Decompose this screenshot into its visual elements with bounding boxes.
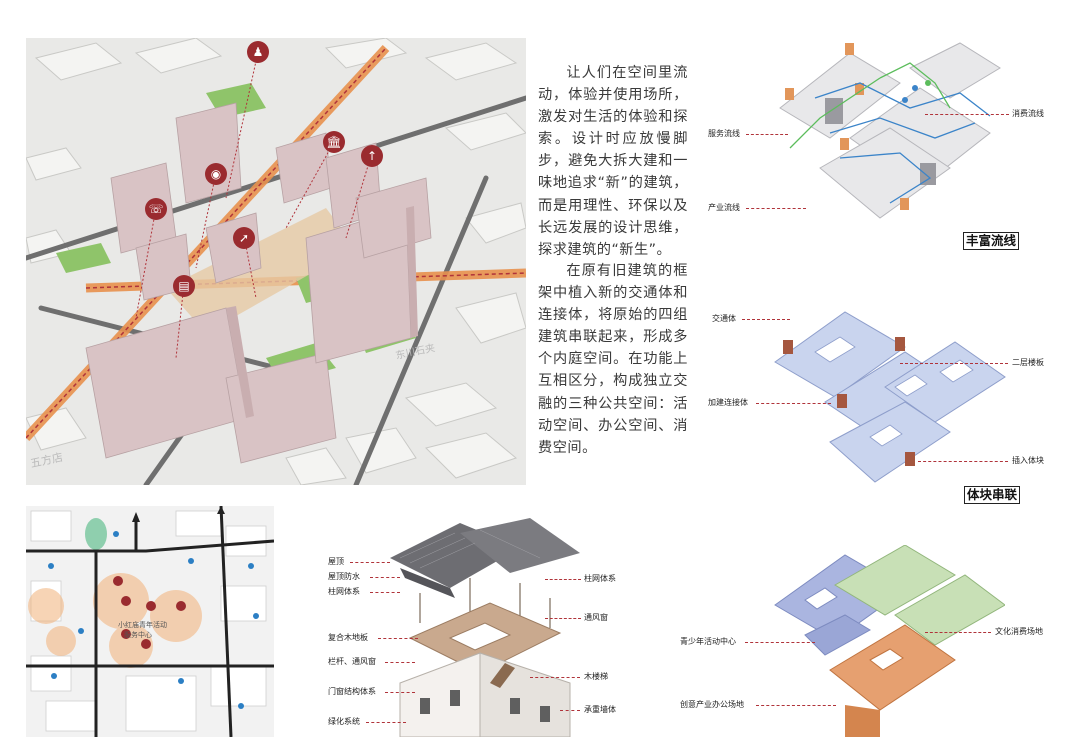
site-plan-map [26,506,274,737]
bike-icon: ☏ [145,198,167,220]
block-diagram [774,311,1006,483]
running-icon: ➚ [233,227,255,249]
label-greening: 绿化系统 [328,717,360,726]
label-youth-center: 青少年活动中心 [680,637,736,646]
leader-left-6 [385,692,415,693]
label-culture-consumption: 文化消费场地 [995,627,1043,636]
label-consumption-flow: 消费流线 [1012,109,1044,118]
label-column-grid-right: 柱网体系 [584,574,616,583]
camera-icon: ◉ [205,163,227,185]
label-vent-window: 通风窗 [584,613,608,622]
exploded-axonometric [390,518,580,737]
leader-left-4 [378,638,418,639]
leader-insert [918,461,1008,462]
shopping-cart-icon: ▤ [173,275,195,297]
leader-left-7 [366,722,406,723]
label-service-flow: 服务流线 [708,129,740,138]
leader-service [746,134,788,135]
leader-youth [745,642,815,643]
users-icon: ♟ [247,41,269,63]
leader-connector [756,403,831,404]
label-industry-flow: 产业流线 [708,203,740,212]
label-door-window: 门窗结构体系 [328,687,376,696]
block-title: 体块串联 [964,486,1021,504]
label-railing-window: 栏杆、通风窗 [328,657,376,666]
label-connector: 加建连接体 [708,398,748,407]
aerial-axonometric-map [26,38,526,485]
label-insert-block: 插入体块 [1012,456,1044,465]
leader-industry [746,208,806,209]
leader-right-3 [530,677,580,678]
label-roof-waterproof: 屋顶防水 [328,572,360,581]
leader-left-3 [370,592,400,593]
leader-left-5 [385,662,415,663]
leader-left-1 [350,562,390,563]
leader-left-2 [370,577,400,578]
paragraph-strategy: 在原有旧建筑的框架中植入新的交通体和连接体，将原始的四组建筑串联起来，形成多个内… [538,263,688,456]
label-second-floor: 二层楼板 [1012,358,1044,367]
site-label-youth-center: 小红庙青年活动 [118,621,167,629]
label-bearing-wall: 承重墙体 [584,705,616,714]
paragraph-concept: 让人们在空间里流动，体验并使用场所，激发对生活的体验和探索。设计时应放慢脚步，避… [538,65,688,258]
leader-creative [756,705,836,706]
leader-culture [925,632,991,633]
leader-right-2 [545,618,581,619]
leader-right-1 [545,579,581,580]
flow-diagram [779,42,1001,219]
label-traffic-block: 交通体 [712,314,736,323]
leader-second-floor [900,363,1008,364]
function-diagram [774,545,1005,737]
leader-consumption [925,114,1009,115]
label-wood-stair: 木楼梯 [584,672,608,681]
label-wood-floor: 复合木地板 [328,633,368,642]
flow-title: 丰富流线 [963,232,1020,250]
dining-icon: ↑ [361,145,383,167]
label-roof: 屋顶 [328,557,344,566]
label-creative-office: 创意产业办公场地 [680,700,744,709]
site-label-service-center: 服务中心 [124,631,152,639]
leader-traffic [742,319,790,320]
label-column-grid-left: 柱网体系 [328,587,360,596]
bank-icon: 🏛 [323,131,345,153]
leader-right-4 [560,710,580,711]
